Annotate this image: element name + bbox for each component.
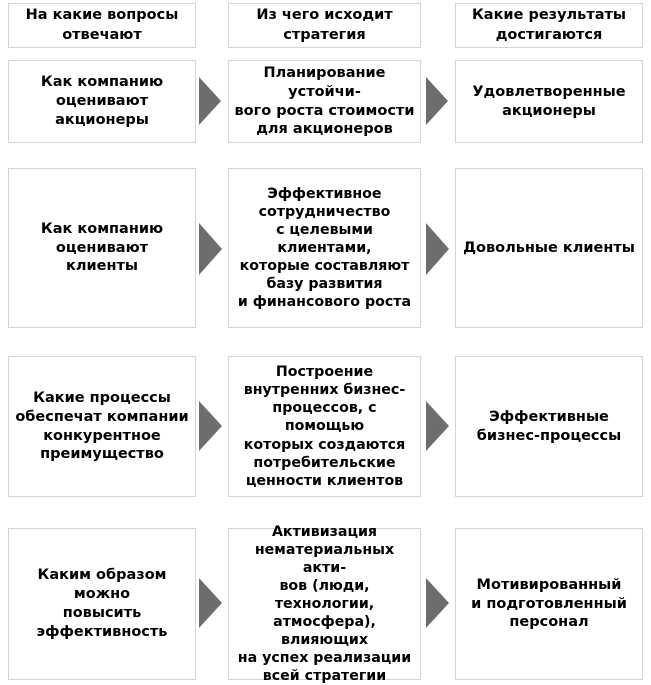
cell-question-clients: Как компанию оценивают клиенты (8, 168, 196, 328)
header-box-strategy-source: Из чего исходит стратегия (228, 3, 421, 48)
cell-text-strategy-shareholders: Планирование устойчи- вого роста стоимос… (234, 64, 415, 138)
arrow-right-icon-r1-c1-c2 (199, 77, 221, 125)
header-label-questions: На какие вопросы отвечают (25, 7, 179, 43)
cell-question-shareholders: Как компанию оценивают акционеры (8, 60, 196, 143)
cell-question-processes: Какие процессы обеспечат компании конкур… (8, 356, 196, 497)
cell-text-result-effectiveness: Мотивированный и подготовленный персонал (471, 576, 627, 631)
arrow-right-icon-r2-c1-c2 (199, 223, 222, 275)
arrow-right-icon-r4-c2-c3 (426, 578, 449, 628)
cell-text-strategy-clients: Эффективное сотрудничество с целевыми кл… (237, 185, 412, 311)
cell-strategy-effectiveness: Активизация нематериальных акти- вов (лю… (228, 524, 421, 684)
header-label-strategy-source: Из чего исходит стратегия (256, 7, 393, 43)
cell-text-question-processes: Какие процессы обеспечат компании конкур… (15, 389, 189, 463)
cell-text-strategy-effectiveness: Активизация нематериальных акти- вов (лю… (237, 523, 412, 685)
cell-result-processes: Эффективные бизнес-процессы (455, 356, 643, 497)
cell-strategy-processes: Построение внутренних бизнес- процессов,… (228, 356, 421, 497)
arrow-right-icon-r2-c2-c3 (426, 223, 449, 275)
cell-text-question-shareholders: Как компанию оценивают акционеры (40, 74, 164, 128)
cell-text-strategy-processes: Построение внутренних бизнес- процессов,… (243, 364, 406, 489)
cell-result-effectiveness: Мотивированный и подготовленный персонал (455, 528, 643, 680)
cell-text-question-clients: Как компанию оценивают клиенты (40, 220, 164, 275)
header-label-results: Какие результаты достигаются (471, 7, 627, 43)
cell-result-shareholders: Удовлетворенные акционеры (455, 60, 643, 143)
cell-question-effectiveness: Каким образом можно повысить эффективнос… (8, 528, 196, 680)
cell-text-question-effectiveness: Каким образом можно повысить эффективнос… (36, 567, 168, 640)
arrow-right-icon-r1-c2-c3 (426, 77, 448, 125)
cell-result-clients: Довольные клиенты (455, 168, 643, 328)
cell-text-result-shareholders: Удовлетворенные акционеры (472, 83, 626, 119)
arrow-right-icon-r3-c2-c3 (426, 401, 449, 451)
cell-text-result-processes: Эффективные бизнес-процессы (476, 408, 622, 444)
arrow-right-icon-r3-c1-c2 (199, 401, 222, 451)
cell-strategy-shareholders: Планирование устойчи- вого роста стоимос… (228, 60, 421, 143)
header-box-questions: На какие вопросы отвечают (8, 3, 196, 48)
cell-text-result-clients: Довольные клиенты (463, 239, 635, 256)
cell-strategy-clients: Эффективное сотрудничество с целевыми кл… (228, 168, 421, 328)
arrow-right-icon-r4-c1-c2 (199, 578, 222, 628)
header-box-results: Какие результаты достигаются (455, 3, 643, 48)
